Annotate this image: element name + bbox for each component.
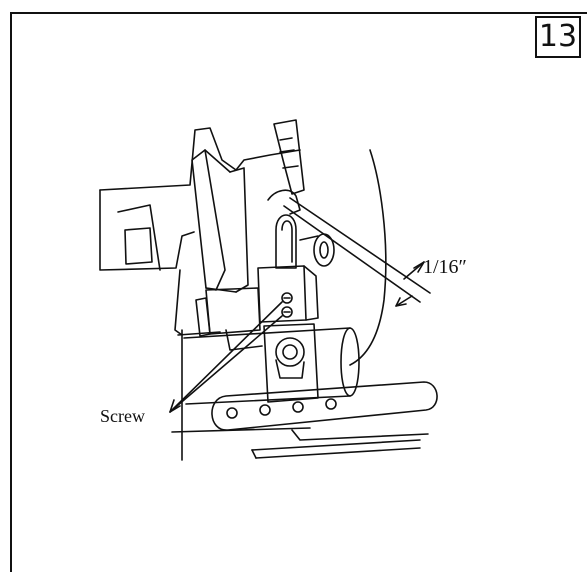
base-rails [171,427,429,459]
screw-label: Screw [100,406,145,426]
arm-hole-3 [292,401,304,413]
connecting-arm [211,381,438,431]
machine-housing [99,127,387,461]
needle-bar-block [257,265,319,323]
arm-hole-4 [325,398,337,410]
looper-assembly [267,119,335,269]
vertical-lever [191,149,249,293]
screw-leader-lines [169,301,283,413]
page-border [10,12,587,572]
screw-upper [281,292,293,304]
gap-measurement-label: 1/16″ [423,256,467,278]
arm-hole-2 [259,404,271,416]
page-number: 13 [535,16,581,58]
shaft-housing [183,323,360,405]
gap-arrow-lower [395,295,413,307]
mounting-block [195,287,263,351]
screw-lower [281,306,293,318]
arm-hole-1 [226,407,238,419]
adjustment-knob [275,337,305,367]
gap-indicator [283,197,431,307]
